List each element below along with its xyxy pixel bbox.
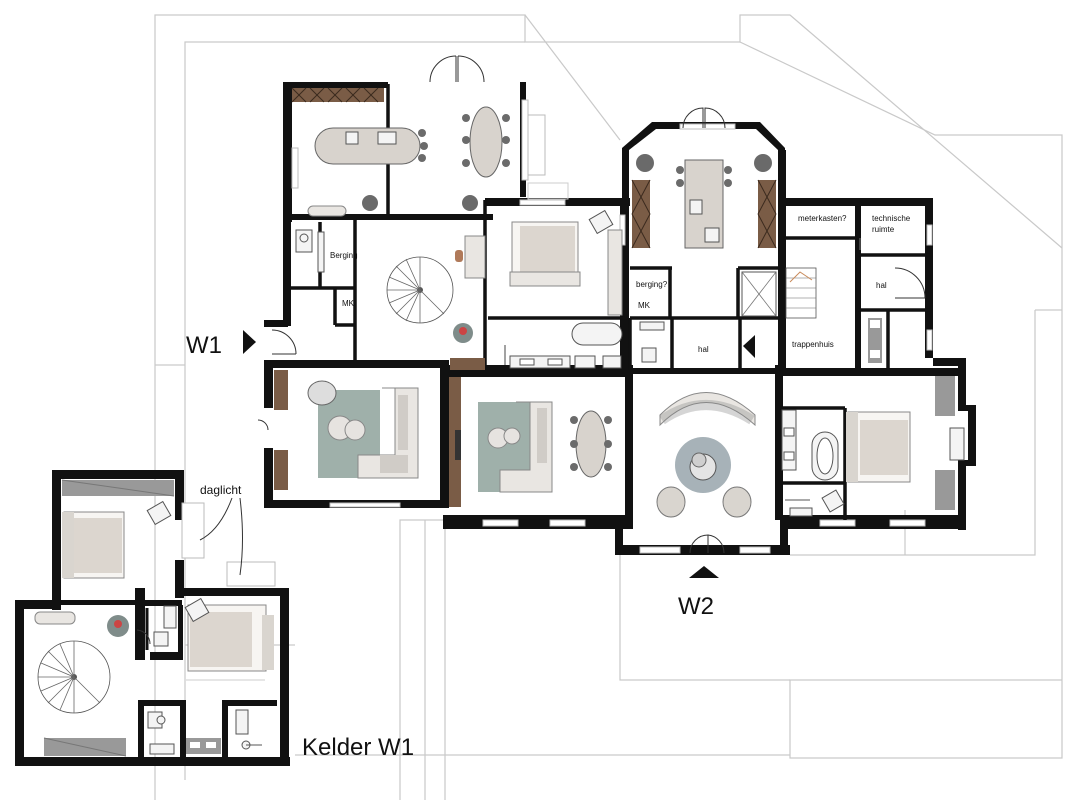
salon <box>656 392 756 554</box>
bedroom-top <box>509 209 623 316</box>
label-w2: W2 <box>678 593 714 620</box>
interior-walls <box>290 84 930 520</box>
spiral-staircase-basement <box>37 640 111 714</box>
windows <box>291 99 933 554</box>
label-kelder-w1: Kelder W1 <box>302 734 414 761</box>
room-label-berging: Berging <box>330 251 358 260</box>
room-label-ruimte: ruimte <box>872 225 895 234</box>
service-rooms-left: Berging MK <box>271 229 358 355</box>
room-label-trappenhuis: trappenhuis <box>792 340 834 349</box>
room-label-hal-right: hal <box>876 281 887 290</box>
bathroom-mid <box>504 322 623 369</box>
label-daglicht: daglicht <box>200 483 242 497</box>
kitchen-octagon: berging? MK hal <box>631 107 777 363</box>
label-w1: W1 <box>186 332 222 359</box>
spiral-staircase-main <box>386 235 486 370</box>
hal-arrow-icon <box>743 335 755 358</box>
room-label-meterkasten: meterkasten? <box>798 214 847 223</box>
entry-markers: W1 W2 <box>186 330 755 620</box>
dining-table <box>469 106 503 178</box>
master-bedroom-right <box>781 376 965 517</box>
service-rooms-right: meterkasten? technische ruimte hal trapp… <box>785 214 926 363</box>
daglicht-annotation: daglicht <box>199 483 243 576</box>
staircase-straight <box>785 267 817 319</box>
room-label-mk-right: MK <box>638 301 651 310</box>
w1-arrow-icon <box>243 330 256 354</box>
room-label-technische: technische <box>872 214 911 223</box>
room-label-mk-left: MK <box>342 299 355 308</box>
basement-walls <box>15 470 290 766</box>
dining-table-2 <box>575 410 607 478</box>
room-label-hal-center: hal <box>698 345 709 354</box>
room-label-berging-question: berging? <box>636 280 668 289</box>
living-middle <box>449 377 612 507</box>
kitchen-wing <box>291 55 569 217</box>
w2-arrow-icon <box>689 566 719 578</box>
basement-interior <box>34 479 276 757</box>
kitchen-island <box>314 127 421 165</box>
living-left <box>253 370 419 490</box>
kitchen-cabinet-row <box>292 88 384 102</box>
